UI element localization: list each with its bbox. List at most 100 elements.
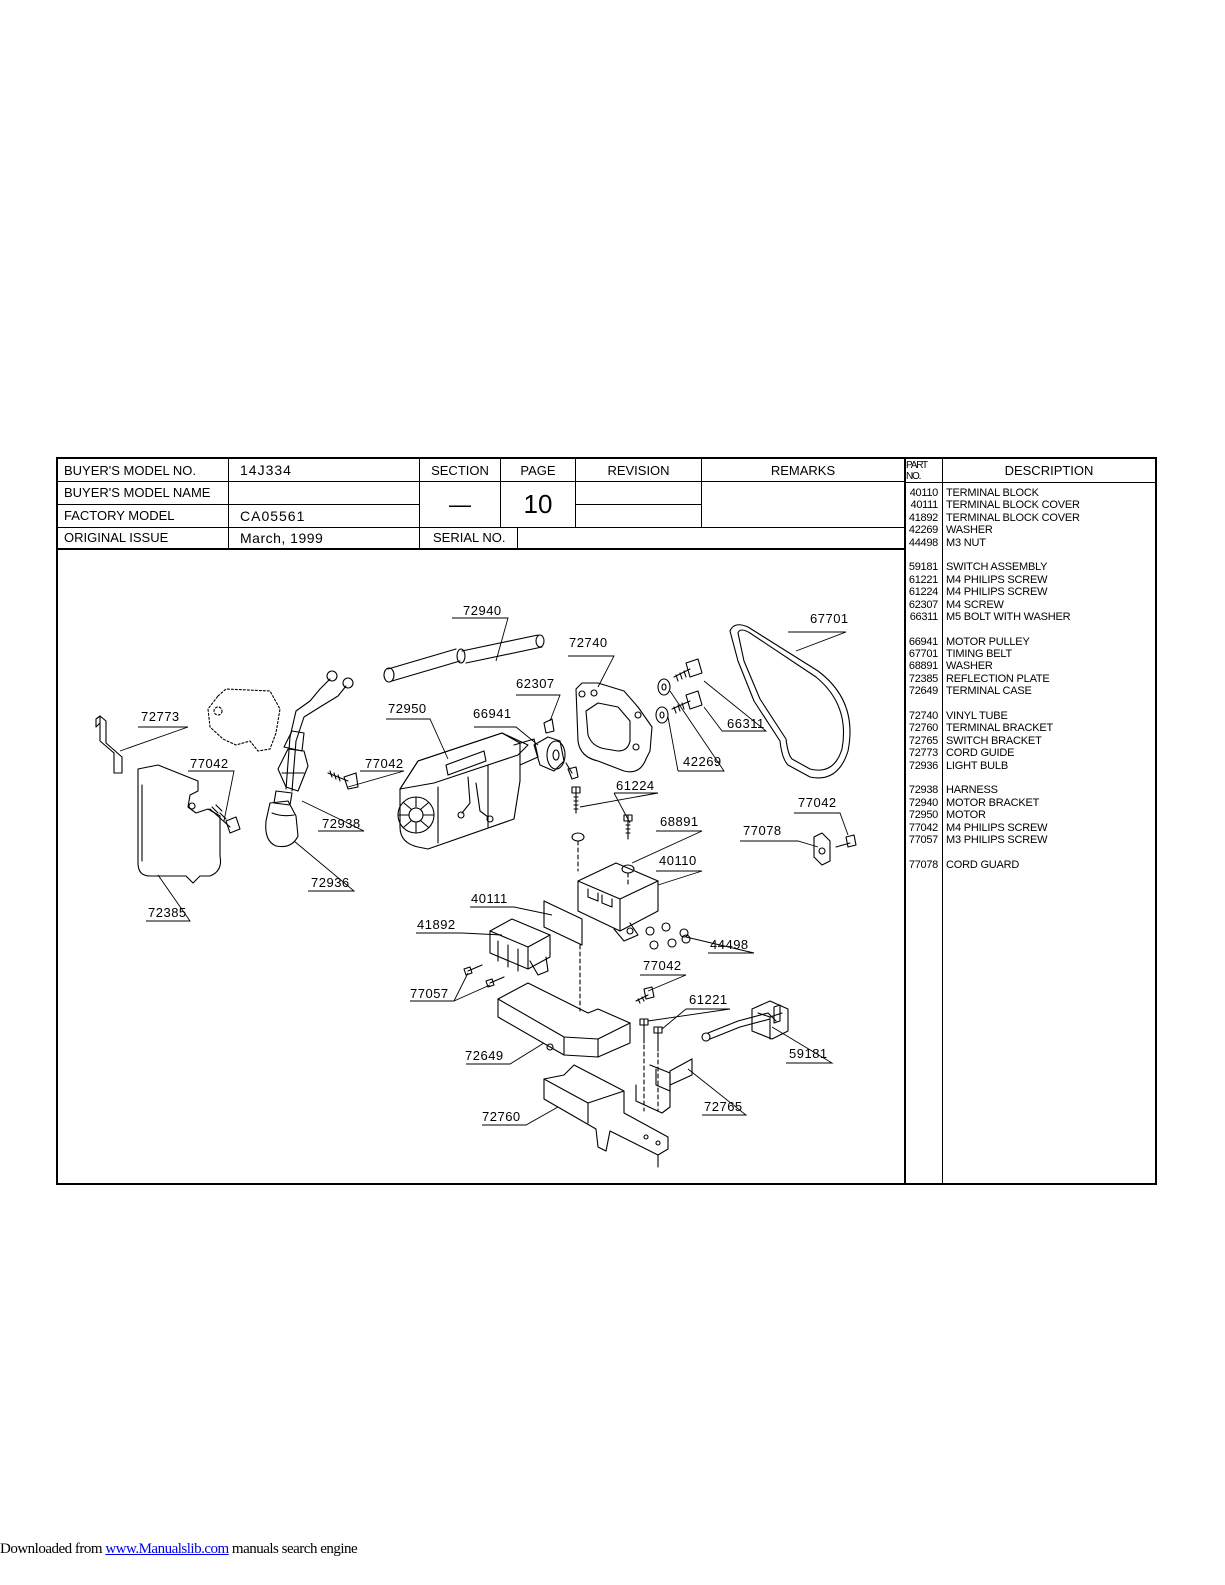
cord-guide-72773-drawing [95,715,123,774]
part-number: 40110 [909,487,939,499]
callout-68891: 68891 [660,814,699,829]
part-number: 77057 [908,833,938,846]
part-number: 72940 [908,796,938,809]
part-number: 72950 [908,809,938,822]
part-description: M3 NUT [946,536,986,549]
callout-77042-lower: 77042 [643,958,682,973]
part-description: TERMINAL BRACKET [946,722,1054,735]
part-row: 41892 TERMINAL BLOCK COVER [906,512,1151,524]
part-description: TERMINAL BLOCK COVER [946,511,1080,524]
callout-77042-harness: 77042 [365,756,404,771]
part-description: WASHER [946,660,993,673]
callout-72385: 72385 [148,905,187,920]
section-label: SECTION [431,462,489,478]
part-row: 62307 M4 SCREW [906,599,1151,611]
part-number: 72936 [908,759,938,772]
buyers-model-no-label: BUYER'S MODEL NO. [64,462,197,478]
part-number: 72938 [908,784,938,797]
callout-59181: 59181 [789,1046,828,1061]
part-number: 61221 [908,573,938,586]
part-number: 77042 [908,821,938,834]
buyers-model-no: 14J334 [240,462,292,478]
part-description: VINYL TUBE [946,710,1008,723]
callout-67701: 67701 [810,611,849,626]
part-number: 66941 [908,635,938,648]
screws-61224-drawing [571,786,635,888]
part-number: 62307 [908,598,938,611]
callout-72760: 72760 [482,1109,521,1124]
part-row: 72938 HARNESS [906,784,1151,796]
callout-42269: 42269 [683,754,722,769]
part-row: 72950 MOTOR [906,809,1151,821]
motor-pulley-66941-drawing [533,718,579,780]
callout-72950: 72950 [388,701,427,716]
callout-61221: 61221 [689,992,728,1007]
part-description: M4 SCREW [946,598,1004,611]
part-row: 77042 M4 PHILIPS SCREW [906,822,1151,834]
callout-66311: 66311 [727,716,765,731]
callout-40110: 40110 [659,853,697,868]
harness-72938-drawing [277,670,354,792]
callout-41892: 41892 [417,917,456,932]
part-description: M5 BOLT WITH WASHER [946,610,1071,623]
part-description: HARNESS [946,784,998,797]
screws-61221-drawing [639,1018,663,1112]
part-no-label: PART NO. [906,459,928,482]
part-description: WASHER [946,524,993,537]
callout-72740: 72740 [569,635,608,650]
part-description: M4 PHILIPS SCREW [946,586,1048,599]
footer-suffix: manuals search engine [228,1541,358,1557]
callout-61224: 61224 [616,778,655,793]
part-number: 42269 [908,524,938,537]
callout-77057: 77057 [410,986,449,1001]
callout-72940: 72940 [463,603,502,618]
screw-77042-left-drawing [209,804,241,834]
description-label: DESCRIPTION [1004,463,1094,478]
callout-44498: 44498 [710,937,749,952]
cord-guard-77078-drawing [813,832,857,866]
terminal-cover-41892-drawing [489,918,551,976]
section-value: — [449,491,471,517]
callout-77042-right: 77042 [798,795,837,810]
part-number: 72773 [908,747,938,760]
screw-77042-lower-drawing [635,986,655,1004]
part-number: 68891 [908,660,938,673]
part-row: 72740 VINYL TUBE [906,710,1151,722]
terminal-cover-40111-drawing [543,900,583,1012]
part-number: 72765 [908,734,938,747]
parts-list-gap [906,623,1151,635]
part-number: 67701 [908,648,938,661]
terminal-case-72649-drawing [497,982,631,1058]
callout-72936: 72936 [311,875,350,890]
reflection-plate-72385-drawing [137,764,222,884]
part-number: 41892 [908,511,938,524]
part-description: CORD GUARD [946,858,1020,871]
motor-72950-drawing [397,732,539,850]
part-description: MOTOR [946,809,986,822]
part-description: M4 PHILIPS SCREW [946,821,1048,834]
original-issue-label: ORIGINAL ISSUE [64,530,169,545]
callout-66941: 66941 [473,706,512,721]
part-number: 40111 [910,499,939,512]
callout-72649: 72649 [465,1048,504,1063]
callout-72765: 72765 [704,1099,743,1114]
part-number: 59181 [908,561,938,574]
manualslib-link[interactable]: www.Manualslib.com [105,1541,229,1557]
parts-list-gap [906,549,1151,561]
factory-model-label: FACTORY MODEL [64,508,175,523]
part-number: 72740 [908,710,938,723]
factory-model: CA05561 [240,507,306,524]
parts-list-gap [906,846,1151,858]
parts-list-gap [906,772,1151,784]
